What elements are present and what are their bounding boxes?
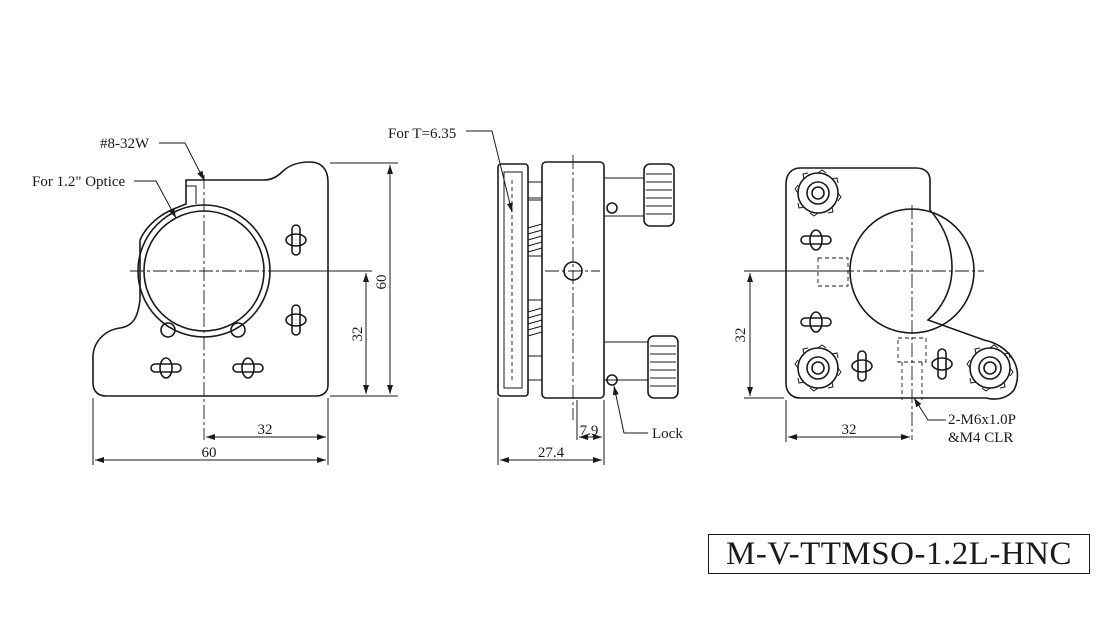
front-view-dim-height-center: 32 [350, 327, 366, 342]
back-view-upper-left-knob[interactable] [794, 169, 842, 217]
front-view: 60 32 32 60 #8-32W For 1.2" Optice [32, 136, 398, 465]
back-view: 32 32 2-M6x1.0P &M4 CLR [733, 167, 1019, 446]
drawing-title-block: M-V-TTMSO-1.2L-HNC [708, 534, 1090, 574]
front-view-hole-right [230, 322, 246, 338]
side-view-front-plate [497, 163, 529, 397]
front-view-thread-callout: #8-32W [100, 136, 150, 152]
side-view-dim-depth: 27.4 [538, 445, 565, 461]
back-view-lower-left-knob[interactable] [794, 344, 842, 392]
back-view-lower-right-knob[interactable] [966, 344, 1014, 392]
back-view-dim-width-center: 32 [842, 422, 857, 438]
front-view-dim-width-center: 32 [258, 422, 273, 438]
front-view-optic-callout: For 1.2" Optice [32, 174, 126, 190]
back-view-dim-height-center: 32 [733, 328, 749, 343]
front-view-hole-left [160, 322, 176, 338]
side-view-lock-callout: Lock [652, 426, 683, 442]
side-view-dim-offset: 7.9 [580, 423, 599, 439]
front-view-body-outline [92, 161, 329, 397]
front-view-dim-height-total: 60 [374, 275, 390, 290]
side-view: 7.9 27.4 For T=6.35 Lock [388, 126, 683, 465]
drawing-title: M-V-TTMSO-1.2L-HNC [725, 535, 1073, 572]
back-view-thread-callout-line2: &M4 CLR [948, 430, 1013, 446]
side-view-upper-knob[interactable] [643, 163, 675, 227]
front-view-dim-width-total: 60 [202, 445, 217, 461]
side-view-lower-knob[interactable] [647, 335, 679, 399]
back-view-thread-callout-line1: 2-M6x1.0P [948, 412, 1016, 428]
side-view-thickness-callout: For T=6.35 [388, 126, 456, 142]
